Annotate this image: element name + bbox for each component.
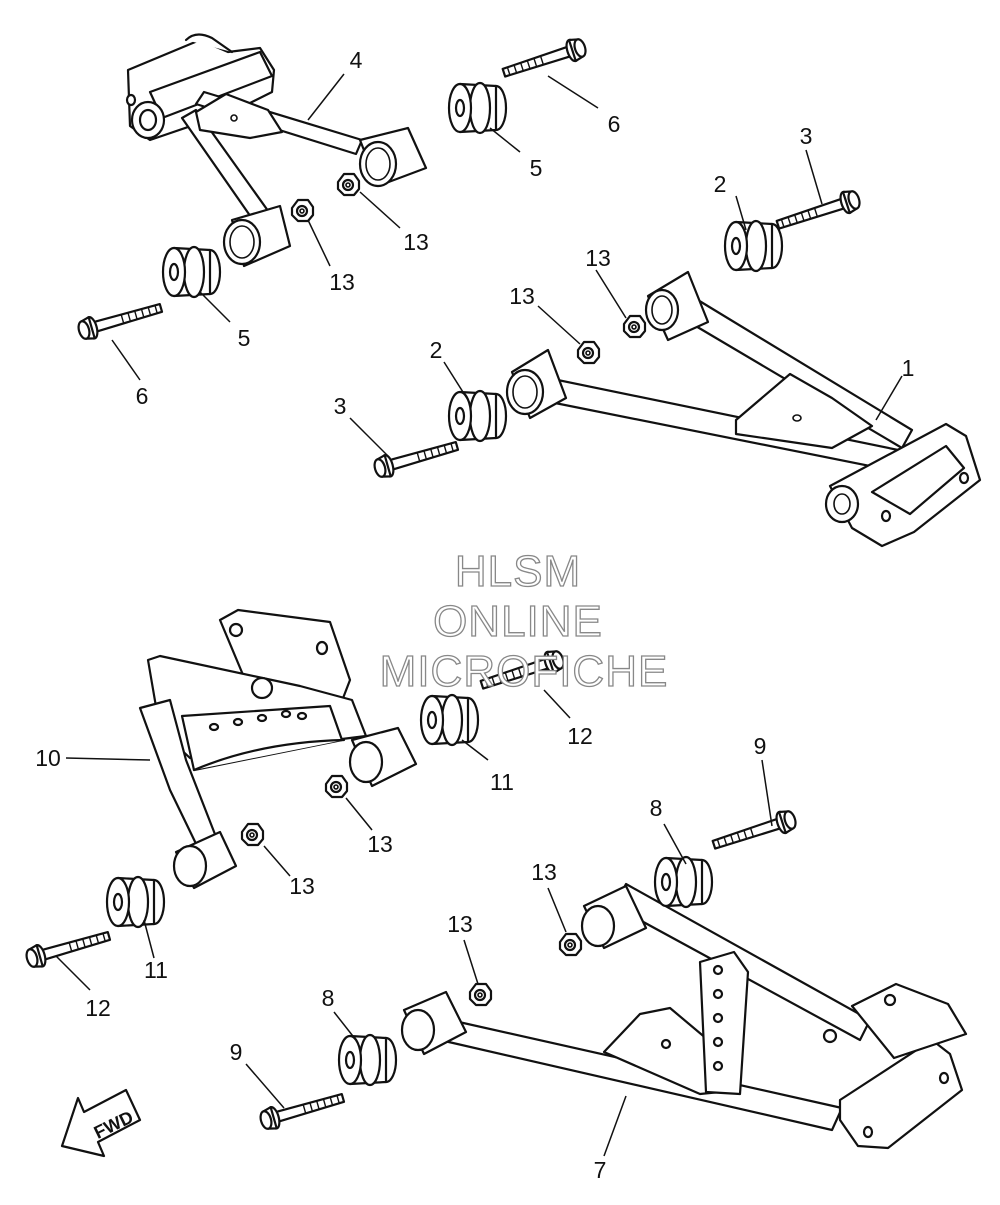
callout-3-lower: 3 [334,393,347,419]
callout-7: 7 [594,1157,607,1183]
callout-9-lower: 9 [230,1039,243,1065]
callout-12-upper: 12 [567,723,593,749]
callout-8-upper: 8 [650,795,663,821]
callout-numbers: 4 5 6 3 2 13 13 5 6 13 13 2 3 1 10 12 11… [35,47,914,1183]
watermark-line-1: HLSM [455,547,581,596]
leader-lines [55,73,903,1157]
nut-part-13-h [468,982,493,1007]
callout-11-upper: 11 [490,769,514,795]
bushing-part-5-upper [447,81,508,135]
callout-5-upper: 5 [530,155,543,181]
callout-13-a: 13 [403,229,429,255]
bolt-part-9-upper [709,806,800,857]
nut-part-13-b [290,198,315,223]
upper-arm-rear-part-4 [125,33,428,268]
callout-13-h: 13 [447,911,473,937]
callout-6-lower: 6 [136,383,149,409]
watermark-line-2: ONLINE [433,597,603,646]
bolt-part-3-lower [371,434,462,482]
bushing-part-11-lower [105,875,166,929]
nut-part-13-a [336,172,361,197]
callout-13-c: 13 [585,245,611,271]
bushing-part-8-lower [337,1033,398,1087]
callout-2-upper: 2 [714,171,727,197]
callout-1: 1 [902,355,915,381]
bushing-part-2-right [723,219,784,273]
nut-part-13-e [324,774,349,799]
bushing-part-2-left [447,389,508,443]
callout-13-d: 13 [509,283,535,309]
callout-13-b: 13 [329,269,355,295]
callout-2-lower: 2 [430,337,443,363]
nut-part-13-d [576,340,601,365]
callout-11-lower: 11 [144,957,168,983]
watermark-line-3: MICROFICHE [380,647,669,696]
callout-10: 10 [35,745,61,771]
callout-13-f: 13 [289,873,315,899]
callout-12-lower: 12 [85,995,111,1021]
watermark: HLSM ONLINE MICROFICHE [379,546,669,696]
bolt-part-6-upper [499,34,590,85]
callout-6-upper: 6 [608,111,621,137]
callout-8-lower: 8 [322,985,335,1011]
callout-9-upper: 9 [754,733,767,759]
nut-part-13-f [240,822,265,847]
bushing-part-11-upper [419,693,480,747]
bushing-part-8-upper [653,855,714,909]
bushing-part-5-lower [161,245,222,299]
upper-arm-front-part-1 [505,270,982,548]
callout-4: 4 [350,47,363,73]
callout-3-upper: 3 [800,123,813,149]
nut-part-13-c [622,314,647,339]
callout-13-e: 13 [367,831,393,857]
nut-part-13-g [558,932,583,957]
callout-13-g: 13 [531,859,557,885]
lower-arm-rear-part-10 [138,608,418,890]
forward-direction-arrow: FWD [60,1088,142,1158]
bolt-part-3-upper [773,186,864,237]
lower-arm-front-part-7 [400,882,968,1150]
bolt-part-12-lower [23,924,114,972]
callout-5-lower: 5 [238,325,251,351]
bolt-part-6-lower [75,296,166,344]
